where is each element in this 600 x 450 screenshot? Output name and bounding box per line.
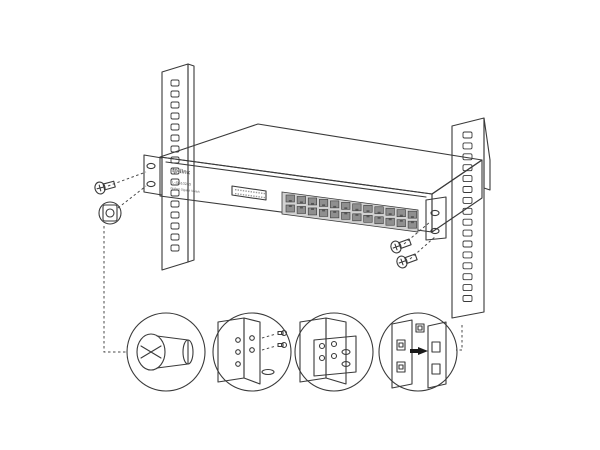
led-dot <box>258 192 260 194</box>
led-dot <box>242 194 245 196</box>
rail-slot <box>170 233 180 241</box>
screw-detail-circle <box>126 312 206 392</box>
led-dot <box>263 196 265 199</box>
led-dot <box>235 193 237 195</box>
rail-slot <box>462 175 473 183</box>
rail-slot <box>170 200 180 208</box>
left-rack-rail <box>161 63 195 271</box>
rail-slot <box>462 229 473 237</box>
bracket-screw-detail-circle <box>212 312 292 392</box>
rail-slot <box>170 178 180 186</box>
rail-slot <box>462 164 473 172</box>
led-dot <box>248 190 250 193</box>
led-dot <box>263 192 265 195</box>
rail-slot <box>170 156 180 164</box>
screw-right-upper <box>390 238 412 254</box>
led-dot <box>242 190 245 192</box>
led-dot <box>250 195 252 197</box>
led-dot <box>245 194 247 196</box>
rail-slot <box>462 196 473 204</box>
cage-nut-left <box>98 201 122 225</box>
led-dot <box>261 196 263 198</box>
led-dot <box>253 195 255 197</box>
led-dot <box>235 189 237 191</box>
screw-right-lower <box>396 253 418 269</box>
rail-slot <box>170 167 180 175</box>
led-dot <box>261 192 263 194</box>
model-sublabel: 24-Port Gigabit Switch <box>170 186 200 194</box>
led-dot <box>237 193 239 195</box>
led-dot <box>240 189 242 192</box>
right-rail-slots <box>462 131 473 302</box>
rail-slot <box>462 251 473 259</box>
guide-right-upper <box>403 221 431 245</box>
screw-left-upper <box>94 180 116 195</box>
guide-right-lower <box>409 235 437 260</box>
ethernet-ports <box>281 191 419 233</box>
rail-slot <box>170 101 180 109</box>
model-label: TL-SG1024D <box>170 180 192 187</box>
rail-slot <box>170 222 180 230</box>
rail-slot <box>170 211 180 219</box>
rail-slot <box>170 90 180 98</box>
guide-left-lower <box>117 185 147 209</box>
led-dot <box>248 194 250 197</box>
guide-left-upper <box>107 171 147 187</box>
bracket-mounted-detail-circle <box>294 312 374 392</box>
leader-cage-detail <box>456 325 463 351</box>
led-dot <box>250 191 252 193</box>
led-dot <box>237 189 239 191</box>
led-dot <box>240 193 242 196</box>
rail-slot <box>170 134 180 142</box>
rail-slot <box>170 123 180 131</box>
rail-slot <box>462 207 473 215</box>
rail-slot <box>462 295 473 302</box>
brand-logo: tp-link <box>172 168 191 176</box>
rail-slot <box>462 262 473 270</box>
rail-slot <box>462 284 473 292</box>
rail-slot <box>170 79 180 87</box>
rail-slot <box>462 273 473 281</box>
led-dot <box>255 195 258 198</box>
led-dot <box>255 191 258 194</box>
rail-slot <box>170 189 180 197</box>
led-dot <box>245 190 247 192</box>
rack-cage-nut-detail-circle <box>378 312 458 392</box>
led-dot <box>253 191 255 193</box>
rail-slot <box>462 131 473 139</box>
rail-slot <box>462 142 473 150</box>
left-rail-slots <box>170 79 180 252</box>
insert-arrow-icon <box>410 347 428 355</box>
led-indicators <box>235 189 265 199</box>
right-rack-rail <box>451 117 491 319</box>
led-dot <box>258 196 260 198</box>
rail-slot <box>170 112 180 120</box>
leader-screw-detail <box>103 226 128 353</box>
rail-slot <box>462 240 473 248</box>
rail-slot <box>462 186 473 193</box>
rail-slot <box>170 244 180 252</box>
rail-slot <box>462 218 473 226</box>
network-switch: tp-link TL-SG1024D 24-Port Gigabit Switc… <box>143 123 483 241</box>
